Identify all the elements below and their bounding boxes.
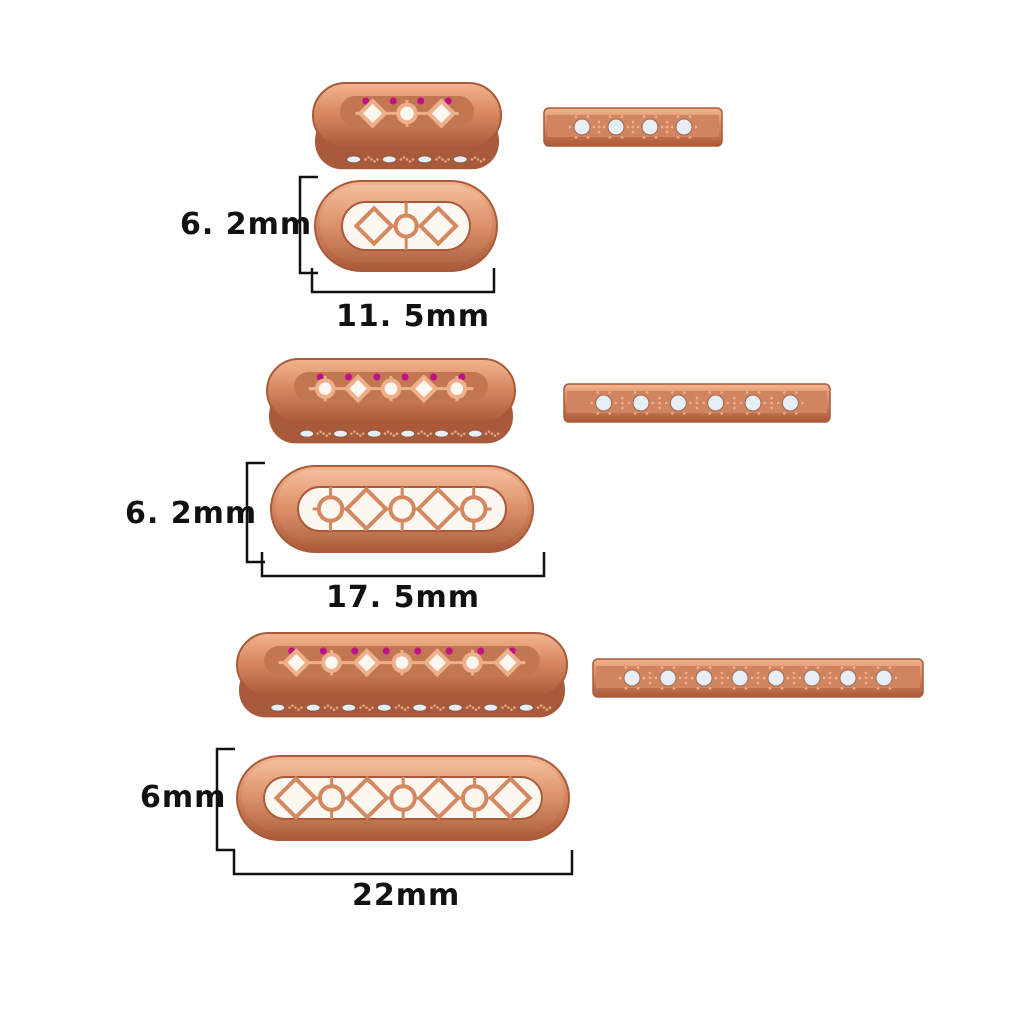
width-bracket-large: [232, 850, 574, 876]
ruby-stone-icon: [445, 647, 453, 655]
width-label-small: 11. 5mm: [336, 299, 490, 334]
front-view-medium: [270, 465, 534, 553]
pave-diamond-icon: [659, 669, 677, 687]
side-diamond-icon: [412, 703, 428, 712]
width-bracket-small: [310, 268, 496, 294]
pave-diamond-icon: [839, 669, 857, 687]
side-diamond-icon: [434, 429, 449, 438]
side-diamond-icon: [333, 429, 348, 438]
pave-diamond-icon: [632, 394, 650, 412]
height-bracket-small: [298, 175, 318, 275]
pave-diamond-icon: [767, 669, 785, 687]
openwork-lattice: [273, 775, 533, 821]
pave-diamond-icon: [607, 118, 625, 136]
side-diamond-icon: [518, 703, 534, 712]
height-bracket-large: [215, 747, 235, 852]
ruby-stone-icon: [458, 373, 466, 381]
side-diamond-icon: [467, 429, 483, 438]
pave-diamond-icon: [595, 394, 613, 412]
width-label-large: 22mm: [352, 878, 461, 913]
side-diamond-icon: [305, 703, 321, 712]
pave-diamond-icon: [675, 118, 693, 136]
pave-diamond-icon: [623, 669, 641, 687]
side-diamond-icon: [299, 429, 315, 438]
side-diamond-icon: [341, 703, 357, 712]
height-label-large: 6mm: [140, 780, 227, 815]
perspective-view-medium: [266, 358, 516, 444]
side-diamond-icon: [447, 703, 463, 712]
width-bracket-medium: [260, 552, 546, 578]
side-diamond-icon: [417, 155, 433, 164]
openwork-lattice: [278, 648, 526, 678]
side-diamond-icon: [483, 703, 499, 712]
side-diamond-icon: [376, 703, 392, 712]
ruby-stone-icon: [351, 647, 359, 655]
ruby-stone-icon: [373, 373, 381, 381]
ruby-stone-icon: [430, 373, 437, 381]
pave-diamond-icon: [669, 394, 687, 412]
side-diamond-icon: [366, 429, 382, 438]
width-label-medium: 17. 5mm: [326, 580, 480, 615]
ruby-stone-icon: [319, 647, 327, 655]
openwork-lattice: [308, 374, 474, 404]
side-view-b: [563, 383, 831, 423]
pave-diamond-icon: [781, 394, 799, 412]
pave-diamond-icon: [744, 394, 762, 412]
ruby-stone-icon: [444, 97, 452, 105]
pave-diamond-icon: [573, 118, 591, 136]
pave-diamond-icon: [875, 669, 893, 687]
side-diamond-icon: [381, 155, 397, 164]
openwork-lattice: [353, 202, 459, 250]
height-bracket-medium: [245, 461, 265, 564]
side-diamond-icon: [452, 155, 468, 164]
ruby-stone-icon: [417, 97, 425, 105]
ruby-stone-icon: [389, 97, 397, 105]
side-diamond-icon: [270, 703, 286, 712]
ruby-stone-icon: [362, 97, 370, 105]
front-view-large: [236, 755, 570, 841]
front-view-small: [314, 180, 498, 272]
height-label-medium: 6. 2mm: [125, 496, 258, 531]
openwork-lattice: [312, 486, 492, 532]
pave-diamond-icon: [707, 394, 725, 412]
pave-diamond-icon: [641, 118, 659, 136]
openwork-lattice: [355, 98, 459, 129]
ruby-stone-icon: [382, 647, 390, 655]
side-diamond-icon: [346, 155, 362, 164]
perspective-view-small: [312, 82, 502, 170]
ruby-stone-icon: [316, 373, 324, 381]
ruby-stone-icon: [345, 373, 352, 381]
ruby-stone-icon: [477, 647, 485, 655]
side-view-c: [592, 658, 924, 698]
ruby-stone-icon: [401, 373, 409, 381]
pave-diamond-icon: [695, 669, 713, 687]
pave-diamond-icon: [731, 669, 749, 687]
pave-diamond-icon: [803, 669, 821, 687]
side-view-a: [543, 107, 723, 147]
height-label-small: 6. 2mm: [180, 207, 313, 242]
side-diamond-icon: [400, 429, 416, 438]
perspective-view-large: [236, 632, 568, 718]
ruby-stone-icon: [414, 647, 422, 655]
